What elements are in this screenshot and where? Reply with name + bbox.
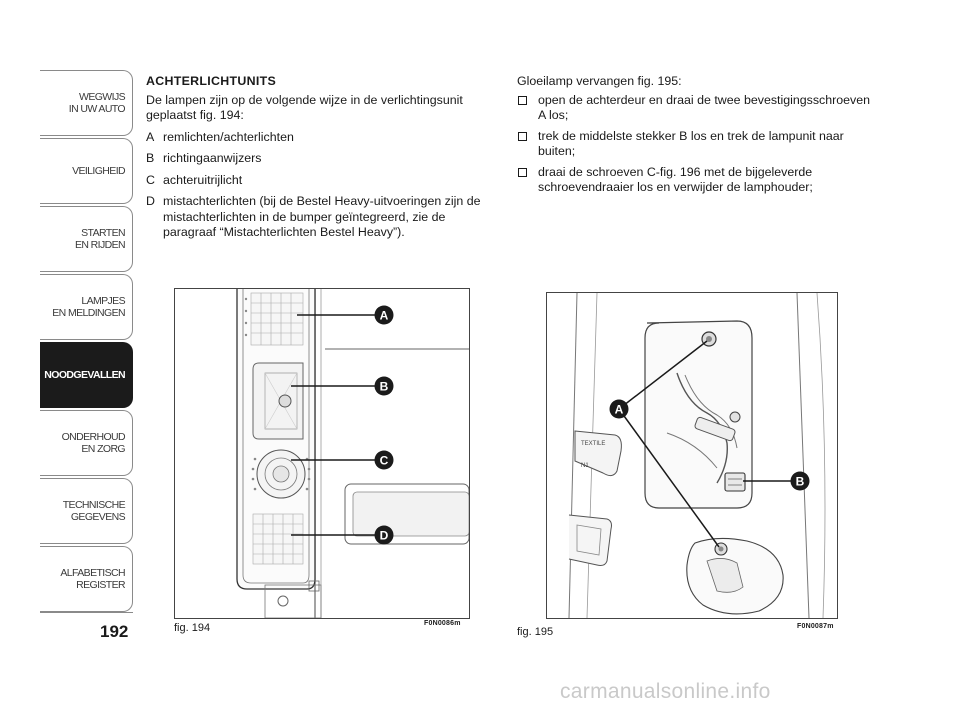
item-text: richtingaanwijzers [163, 151, 262, 165]
callout-label: C [380, 454, 389, 468]
item-key: D [146, 194, 155, 208]
checkbox-bullet-icon [518, 131, 527, 141]
step-text: trek de middelste stekker B los en trek … [538, 128, 844, 159]
callout-label: D [380, 529, 389, 543]
checkbox-bullet-icon [518, 95, 527, 105]
item-key: B [146, 151, 155, 165]
item-key: C [146, 172, 155, 187]
figure-caption: fig. 194 [174, 622, 211, 634]
part-stamp: TEXTILE [581, 441, 605, 447]
procedure-title: Gloeilamp vervangen fig. 195: [517, 74, 682, 88]
checkbox-bullet-icon [518, 167, 527, 177]
intro-text: De lampen zijn op de volgende wijze in d… [146, 92, 463, 123]
right-column: Gloeilamp vervangen fig. 195: open de ac… [517, 74, 877, 201]
tab-lampjes[interactable]: LAMPJES EN MELDINGEN [40, 274, 133, 340]
tab-label: TECHNISCHE GEGEVENS [62, 499, 126, 523]
figure-caption: fig. 195 [517, 626, 554, 638]
page-number: 192 [100, 622, 129, 641]
tab-label: STARTEN EN RIJDEN [74, 227, 126, 251]
callout-label: A [615, 403, 624, 417]
item-text: remlichten/achterlichten [163, 129, 294, 144]
tab-wegwijs[interactable]: WEGWIJS IN UW AUTO [40, 70, 133, 136]
tab-technische[interactable]: TECHNISCHE GEGEVENS [40, 478, 133, 544]
tab-label: NOODGEVALLEN [44, 369, 125, 381]
tab-label: ALFABETISCH REGISTER [60, 567, 125, 591]
tab-label: ONDERHOUD EN ZORG [61, 431, 126, 455]
tab-label: WEGWIJS IN UW AUTO [68, 91, 126, 115]
callout-label: A [380, 309, 389, 323]
tab-register[interactable]: ALFABETISCH REGISTER [40, 546, 133, 612]
figure-code: F0N0086m [424, 620, 461, 627]
tab-label: VEILIGHEID [72, 165, 126, 177]
figure-195-door-screws: TEXTILE N1 A B [546, 292, 838, 619]
step-text: draai de schroeven C-fig. 196 met de bij… [538, 164, 813, 195]
item-text: achteruitrijlicht [163, 172, 243, 187]
step-text: open de achterdeur en draai de twee beve… [538, 92, 871, 123]
tab-onderhoud[interactable]: ONDERHOUD EN ZORG [40, 410, 133, 476]
section-heading: ACHTERLICHTUNITS [146, 74, 277, 88]
part-stamp: N1 [581, 463, 589, 469]
tab-starten[interactable]: STARTEN EN RIJDEN [40, 206, 133, 272]
watermark-text: carmanualsonline.info [560, 680, 771, 703]
tab-veiligheid[interactable]: VEILIGHEID [40, 138, 133, 204]
tab-label: LAMPJES EN MELDINGEN [52, 295, 125, 319]
figure-code: F0N0087m [797, 623, 834, 630]
figure-194-rear-light-unit: A B C D [174, 288, 470, 619]
procedure-step: draai de schroeven C-fig. 196 met de bij… [517, 165, 877, 196]
tab-divider [40, 612, 133, 613]
procedure-step: open de achterdeur en draai de twee beve… [517, 93, 877, 124]
callout-label: B [380, 380, 389, 394]
item-key: A [146, 129, 155, 144]
procedure-step: trek de middelste stekker B los en trek … [517, 129, 877, 160]
left-column: ACHTERLICHTUNITS De lampen zijn op de vo… [146, 74, 501, 247]
tab-noodgevallen[interactable]: NOODGEVALLEN [40, 342, 133, 408]
item-text: mistachterlichten (bij de Bestel Heavy-u… [163, 194, 481, 239]
callout-label: B [796, 475, 805, 489]
